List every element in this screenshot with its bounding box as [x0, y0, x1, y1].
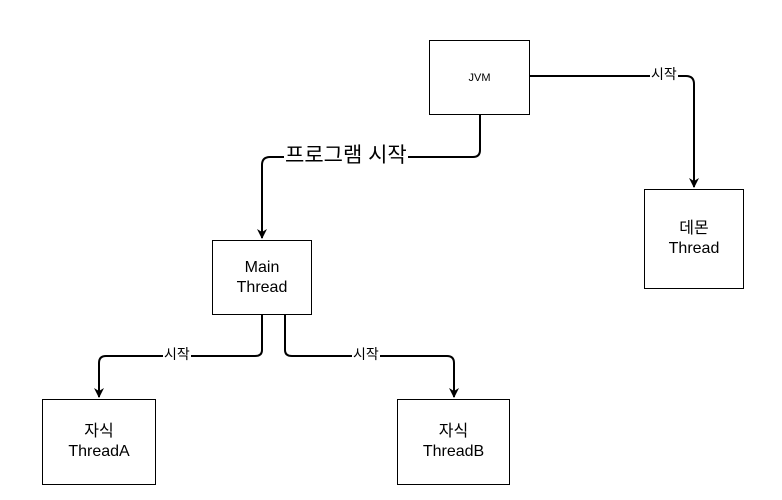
child-thread-a-node-label-line2: ThreadA	[68, 443, 130, 460]
edge-label-child-a-start: 시작	[163, 346, 191, 362]
main-thread-node-label-line2: Thread	[236, 278, 288, 296]
edge-jvm-to-main	[257, 115, 481, 239]
daemon-thread-node: 데몬 Thread	[644, 189, 744, 289]
jvm-node: JVM	[429, 40, 530, 115]
main-thread-node-label-line1: Main	[244, 258, 280, 276]
child-thread-b-node-label-line2: ThreadB	[422, 443, 485, 460]
edge-label-program-start: 프로그램 시작	[284, 144, 408, 168]
jvm-node-label: JVM	[468, 71, 491, 84]
daemon-thread-node-label-line2: Thread	[668, 240, 720, 257]
edge-label-daemon-start: 시작	[650, 66, 678, 82]
edge-jvm-to-daemon	[530, 75, 699, 188]
daemon-thread-node-label-line1: 데몬	[679, 220, 709, 237]
child-thread-a-node-label-line1: 자식	[84, 423, 114, 440]
child-thread-a-node: 자식 ThreadA	[42, 399, 156, 485]
child-thread-b-node: 자식 ThreadB	[397, 399, 510, 485]
edge-label-child-b-start: 시작	[352, 346, 380, 362]
child-thread-b-node-label-line1: 자식	[438, 423, 469, 440]
main-thread-node: Main Thread	[212, 240, 312, 315]
